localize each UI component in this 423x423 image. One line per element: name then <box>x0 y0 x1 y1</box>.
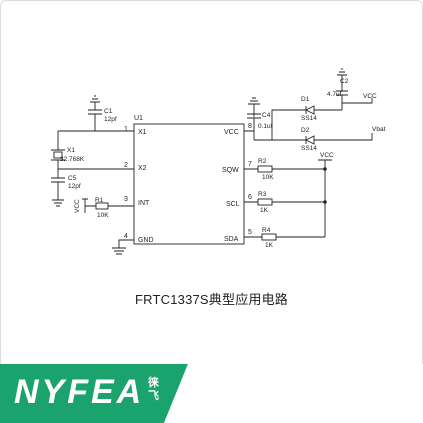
crystal-x1 <box>51 149 65 169</box>
x1-value: 32.768K <box>60 156 85 163</box>
ground-gnd <box>112 239 134 255</box>
d2-value: SS14 <box>301 145 317 152</box>
x1-ref: X1 <box>67 147 75 154</box>
c2-ref: C2 <box>340 78 349 85</box>
diode-d1 <box>304 105 315 115</box>
banner-green-panel <box>0 364 188 423</box>
r1-value: 10K <box>97 212 109 219</box>
pin-num: 1 <box>124 126 128 133</box>
pin-num: 7 <box>248 161 252 168</box>
c1-value: 12pf <box>104 116 117 123</box>
capacitor-c4 <box>247 113 261 119</box>
c5-value: 12pf <box>68 183 81 190</box>
junction-dot <box>323 200 327 204</box>
ic-ref: U1 <box>134 115 143 122</box>
ic-u1-body <box>133 123 245 245</box>
capacitor-c2 <box>336 68 373 110</box>
vcc-left-label: VCC <box>74 199 81 213</box>
pin-num: 3 <box>124 196 128 203</box>
wire-vcc-pin <box>244 97 260 140</box>
pin-num: 8 <box>248 123 252 130</box>
resistor-r2 <box>257 165 273 173</box>
r2-value: 10K <box>262 174 274 181</box>
pin-name: INT <box>138 200 150 207</box>
pin-name: VCC <box>224 129 239 136</box>
d1-value: SS14 <box>301 115 317 122</box>
diagram-caption: FRTC1337S典型应用电路 <box>134 292 288 307</box>
ic-left-pins: 1 X1 2 X2 3 INT 4 GND <box>124 126 154 244</box>
schematic: U1 1 X1 2 X2 3 INT 4 GND 8 VCC 7 SQW 6 S… <box>51 68 386 255</box>
vcc-mid-label: VCC <box>320 152 334 159</box>
r2-ref: R2 <box>258 158 267 165</box>
wire-d2 <box>300 133 373 141</box>
capacitor-c1 <box>88 95 102 115</box>
r4-value: 1K <box>265 242 274 249</box>
banner-white-panel <box>164 364 423 423</box>
pin-num: 2 <box>124 162 128 169</box>
brand-cn-line2: 飞 <box>148 390 159 402</box>
crystal-x1-body <box>53 151 63 159</box>
r3-ref: R3 <box>258 191 267 198</box>
resistor-r3 <box>257 198 273 206</box>
wire-pullup-bus <box>244 159 332 238</box>
resistor-r4 <box>261 233 277 241</box>
vcc-top-label: VCC <box>363 93 377 100</box>
pin-name: X2 <box>138 165 147 172</box>
vbat-label: Vbat <box>372 126 386 133</box>
r1-ref: R1 <box>95 197 104 204</box>
capacitor-c5 <box>51 177 65 207</box>
pin-name: X1 <box>138 129 147 136</box>
pin-num: 4 <box>124 233 128 240</box>
ic-right-pins: 8 VCC 7 SQW 6 SCL 5 SDA <box>222 123 252 243</box>
pin-num: 5 <box>248 229 252 236</box>
brand-banner <box>0 364 423 423</box>
pin-num: 6 <box>248 194 252 201</box>
r3-value: 1K <box>260 207 269 214</box>
c5-ref: C5 <box>68 175 77 182</box>
diode-d2 <box>304 135 315 145</box>
c2-value: 4.7uf <box>327 91 342 98</box>
d1-ref: D1 <box>301 96 310 103</box>
wire-diode-net <box>254 109 300 141</box>
d2-ref: D2 <box>301 127 310 134</box>
c4-value: 0.1uf <box>258 123 273 130</box>
brand-logo-cn: 徕 飞 <box>148 377 162 403</box>
wire-int-net <box>82 198 134 213</box>
c1-ref: C1 <box>104 108 113 115</box>
pin-name: SCL <box>226 201 240 208</box>
c4-ref: C4 <box>262 112 271 119</box>
junction-dot <box>323 167 327 171</box>
pin-name: GND <box>138 237 154 244</box>
brand-cn-line1: 徕 <box>148 377 159 389</box>
pin-name: SQW <box>222 167 239 174</box>
resistor-r1 <box>95 202 109 210</box>
brand-logo-text: NYFEA <box>14 373 145 411</box>
wire-x2-net <box>57 168 134 178</box>
pin-name: SDA <box>224 236 239 243</box>
wire-x1-net <box>57 114 134 150</box>
r4-ref: R4 <box>262 227 271 234</box>
